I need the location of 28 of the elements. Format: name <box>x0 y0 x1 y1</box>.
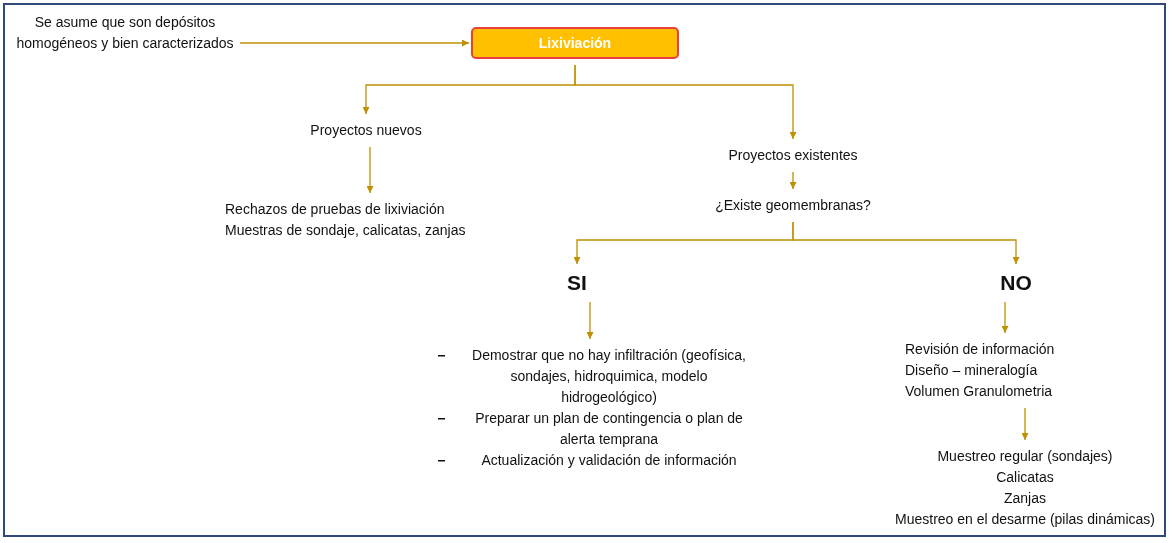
flow-text: Se asume que son depósitos homogéneos y bien caracterizados <box>15 13 235 53</box>
arrow <box>586 301 594 340</box>
decision-answer: SI <box>566 270 588 296</box>
process-box <box>471 27 679 59</box>
arrow <box>789 171 797 190</box>
list-item-text: Preparar un plan de contingencia o plan de alerta temprana <box>475 410 743 447</box>
arrow <box>366 146 374 194</box>
list-item-text: Demostrar que no hay infiltración (geofísica, sondajes, hidroquimica, modelo hidrogeológico) <box>472 347 746 405</box>
flow-text: ¿Existe geomembranas? <box>714 196 872 215</box>
flow-text: Revisión de información <box>905 340 1056 359</box>
arrow <box>1021 407 1029 441</box>
flow-text: Proyectos existentes <box>727 146 859 165</box>
flow-text: Diseño – mineralogía <box>905 361 1039 380</box>
arrow <box>239 39 470 47</box>
arrow <box>574 64 797 140</box>
arrow <box>792 221 1020 265</box>
flow-text: Muestreo regular (sondajes) <box>936 447 1114 466</box>
flow-text: Rechazos de pruebas de lixiviación <box>225 200 446 219</box>
flow-text: Calicatas <box>995 468 1055 487</box>
arrow <box>1001 301 1009 334</box>
list-item-text: Actualización y validación de información <box>481 452 737 468</box>
flow-text: Volumen Granulometria <box>905 382 1054 401</box>
flow-text: Proyectos nuevos <box>309 121 423 140</box>
decision-answer: NO <box>999 270 1033 296</box>
box-label: Lixiviación <box>538 33 612 53</box>
flow-text: Muestreo en el desarme (pilas dinámicas) <box>894 510 1156 529</box>
flow-text: Zanjas <box>1003 489 1047 508</box>
flow-text: Muestras de sondaje, calicatas, zanjas <box>225 221 467 240</box>
